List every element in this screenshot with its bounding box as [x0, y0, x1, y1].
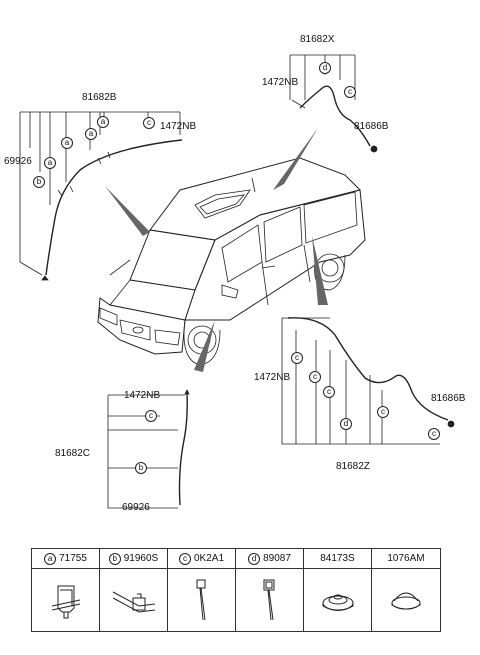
legend-letter: d: [248, 552, 261, 565]
callout-c: c: [143, 117, 155, 129]
label-81686b: 81686B: [354, 121, 389, 132]
callout-a: a: [97, 116, 109, 128]
label-81682x: 81682X: [300, 34, 335, 45]
label-69926: 69926: [4, 156, 32, 167]
legend-letter: a: [44, 552, 57, 565]
callout-a: a: [85, 128, 97, 140]
callout-d: d: [319, 62, 331, 74]
callout-c: c: [291, 352, 303, 364]
legend-cell-c: [168, 569, 236, 631]
legend-cell-b: [100, 569, 168, 631]
label-1472nb: 1472NB: [160, 121, 197, 132]
callout-c: c: [145, 410, 157, 422]
callout-c: c: [428, 428, 440, 440]
label-81682b: 81682B: [82, 92, 117, 103]
legend-letter: c: [178, 552, 191, 565]
plug-icon: [391, 592, 421, 610]
van-illustration: [97, 157, 366, 366]
legend-cell-a: [32, 569, 100, 631]
callout-c: c: [309, 371, 321, 383]
harness-81682z: [281, 317, 455, 445]
callout-a: a: [44, 157, 56, 169]
callout-c: c: [377, 406, 389, 418]
callout-b: b: [33, 176, 45, 188]
legend-header-b: b 91960S: [100, 549, 168, 569]
harness-81682b: [19, 111, 183, 281]
callout-c: c: [344, 86, 356, 98]
label-81682z: 81682Z: [336, 461, 370, 472]
legend-part-number: 71755: [59, 553, 87, 564]
legend-part-number: 91960S: [123, 553, 159, 564]
cable-tie-c-icon: [196, 579, 205, 621]
label-1472nb: 1472NB: [254, 372, 291, 383]
parts-legend-table: a 71755 b 91960S c 0K2A1 d 89087 84173S …: [31, 548, 441, 632]
legend-cell-d: [236, 569, 304, 631]
label-1472nb: 1472NB: [262, 77, 299, 88]
legend-header-d: d 89087: [236, 549, 304, 569]
callout-d: d: [340, 418, 352, 430]
legend-part-number: 84173S: [320, 553, 355, 564]
pointer-wedge: [194, 320, 215, 372]
clip-a-icon: [51, 585, 80, 619]
pointer-wedge: [105, 186, 150, 236]
legend-letter: b: [108, 552, 121, 565]
callout-b: b: [135, 462, 147, 474]
callout-a: a: [61, 137, 73, 149]
legend-cell-plug: [372, 569, 440, 631]
legend-cell-grommet: [304, 569, 372, 631]
legend-header-c: c 0K2A1: [168, 549, 236, 569]
legend-part-number: 1076AM: [387, 553, 425, 564]
bracket-b-icon: [112, 591, 155, 613]
callout-c: c: [323, 386, 335, 398]
legend-header-a: a 71755: [32, 549, 100, 569]
label-1472nb: 1472NB: [124, 390, 161, 401]
legend-header-grommet: 84173S: [304, 549, 372, 569]
harness-81682c: [107, 389, 190, 509]
label-69926: 69926: [122, 502, 150, 513]
grommet-icon: [322, 594, 353, 611]
harness-81682x: [289, 54, 378, 153]
label-81686b: 81686B: [431, 393, 466, 404]
label-81682c: 81682C: [55, 448, 91, 459]
legend-part-number: 0K2A1: [193, 553, 225, 564]
cable-tie-d-icon: [263, 579, 274, 621]
legend-header-plug: 1076AM: [372, 549, 440, 569]
pointer-wedge: [273, 128, 318, 190]
legend-part-number: 89087: [263, 553, 291, 564]
pointer-wedge: [312, 236, 328, 305]
